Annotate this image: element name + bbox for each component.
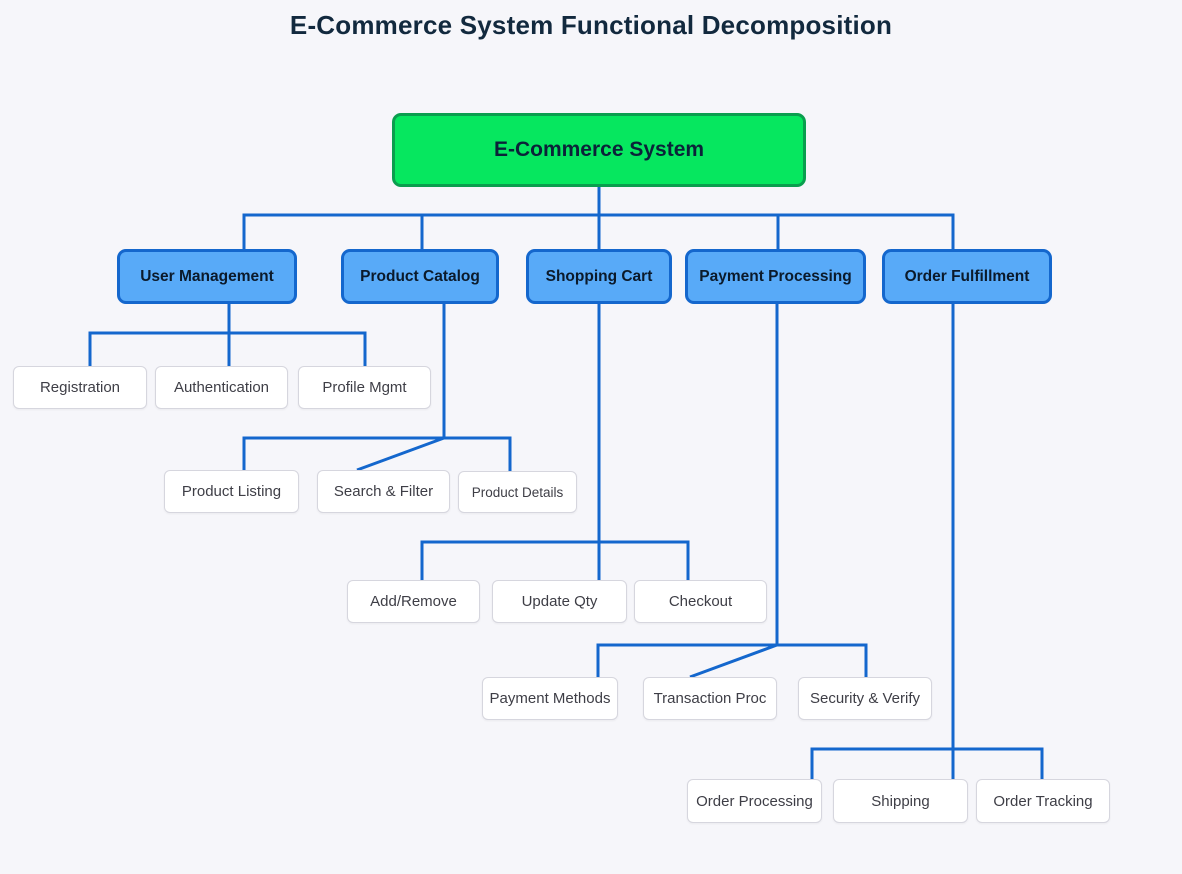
node-shipping: Shipping: [833, 779, 968, 823]
node-label: E-Commerce System: [493, 138, 705, 161]
node-product-details: Product Details: [458, 471, 577, 513]
node-user-management: User Management: [117, 249, 297, 304]
connector-level1-bus: [242, 213, 955, 249]
node-security-verify: Security & Verify: [798, 677, 932, 720]
node-label: Order Processing: [696, 792, 813, 810]
node-payment-methods: Payment Methods: [482, 677, 618, 720]
node-product-listing: Product Listing: [164, 470, 299, 513]
node-update-qty: Update Qty: [492, 580, 627, 623]
node-label: Transaction Proc: [653, 690, 767, 707]
connector-search-filter-diagonal: [356, 436, 445, 472]
node-authentication: Authentication: [155, 366, 288, 409]
connector-transaction-diagonal: [689, 643, 778, 679]
node-label: Update Qty: [521, 593, 598, 610]
node-label: Authentication: [173, 379, 270, 396]
node-label: Payment Processing: [699, 267, 852, 285]
node-label: Search & Filter: [333, 483, 434, 500]
connector-user-mgmt-bus: [88, 331, 367, 366]
node-order-fulfillment: Order Fulfillment: [882, 249, 1052, 304]
node-e-commerce-system: E-Commerce System: [392, 113, 806, 187]
node-payment-processing: Payment Processing: [685, 249, 866, 304]
connector-order-bus: [810, 747, 1044, 779]
node-label: Profile Mgmt: [322, 379, 407, 396]
node-label: Order Tracking: [993, 792, 1093, 810]
node-add-remove: Add/Remove: [347, 580, 480, 623]
node-order-tracking: Order Tracking: [976, 779, 1110, 823]
connector-product-catalog-bus: [242, 436, 512, 471]
node-label: Shopping Cart: [545, 267, 653, 285]
node-label: User Management: [140, 267, 274, 285]
node-order-processing: Order Processing: [687, 779, 822, 823]
node-label: Shipping: [871, 792, 930, 810]
node-label: Product Details: [471, 484, 564, 500]
node-label: Order Fulfillment: [904, 267, 1030, 285]
node-registration: Registration: [13, 366, 147, 409]
node-label: Registration: [39, 379, 121, 396]
connector-shopping-cart-bus: [420, 540, 690, 580]
node-label: Add/Remove: [370, 593, 457, 610]
connector-payment-bus: [596, 643, 868, 677]
node-product-catalog: Product Catalog: [341, 249, 499, 304]
node-search-filter: Search & Filter: [317, 470, 450, 513]
node-label: Checkout: [668, 593, 733, 610]
node-checkout: Checkout: [634, 580, 767, 623]
node-transaction-proc: Transaction Proc: [643, 677, 777, 720]
node-label: Payment Methods: [489, 690, 611, 707]
node-shopping-cart: Shopping Cart: [526, 249, 672, 304]
node-profile-mgmt: Profile Mgmt: [298, 366, 431, 409]
diagram-title: E-Commerce System Functional Decompositi…: [289, 10, 893, 40]
node-label: Product Listing: [181, 483, 282, 500]
node-label: Security & Verify: [809, 690, 921, 707]
node-label: Product Catalog: [360, 267, 480, 285]
